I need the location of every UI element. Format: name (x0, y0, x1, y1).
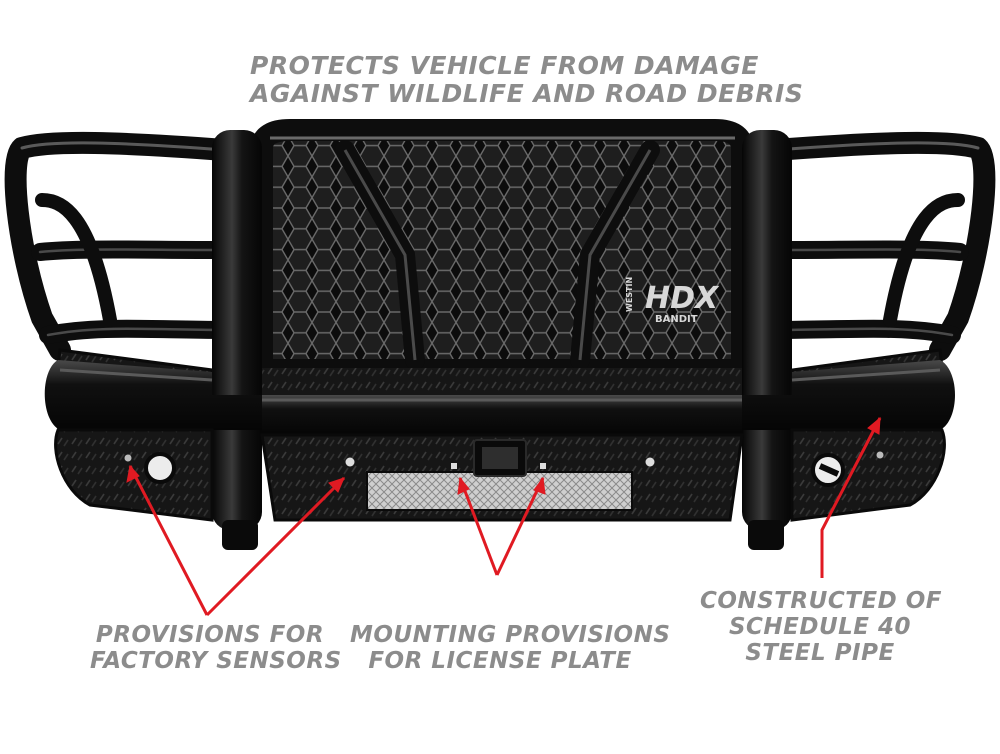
bumper-tube (44, 360, 956, 435)
caption-line: SCHEDULE 40 (728, 613, 912, 640)
caption-line: MOUNTING PROVISIONS (350, 622, 671, 648)
caption-line: STEEL PIPE (745, 639, 895, 666)
center-grille (251, 119, 753, 381)
caption-line: PROTECTS VEHICLE FROM DAMAGE (250, 51, 759, 80)
caption-protection: PROTECTS VEHICLE FROM DAMAGE AGAINST WIL… (250, 51, 804, 108)
caption-line: PROVISIONS FOR (95, 622, 325, 648)
arrow-sensors (126, 464, 346, 617)
arrow-plate (457, 476, 546, 576)
caption-line: CONSTRUCTED OF (700, 588, 942, 614)
logo-model-text: HDX (645, 281, 720, 316)
caption-steel-pipe: CONSTRUCTED OF SCHEDULE 40 STEEL PIPE (700, 588, 942, 666)
caption-line: FOR LICENSE PLATE (368, 647, 632, 674)
right-wing-hoops (764, 131, 996, 361)
lower-valance (54, 428, 946, 522)
hdx-bandit-logo: HDX WESTIN BANDIT (625, 277, 720, 325)
logo-sub-text: BANDIT (655, 314, 698, 325)
caption-license-plate: MOUNTING PROVISIONS FOR LICENSE PLATE (350, 622, 671, 675)
arrow-pipe (820, 416, 882, 578)
left-wing-hoops (4, 131, 236, 361)
caption-factory-sensors: PROVISIONS FOR FACTORY SENSORS (90, 622, 342, 675)
logo-brand-text: WESTIN (625, 277, 634, 312)
caption-line: AGAINST WILDLIFE AND ROAD DEBRIS (250, 79, 804, 108)
callout-arrows (126, 416, 882, 617)
caption-line: FACTORY SENSORS (90, 647, 342, 674)
fog-light-openings (124, 451, 884, 487)
